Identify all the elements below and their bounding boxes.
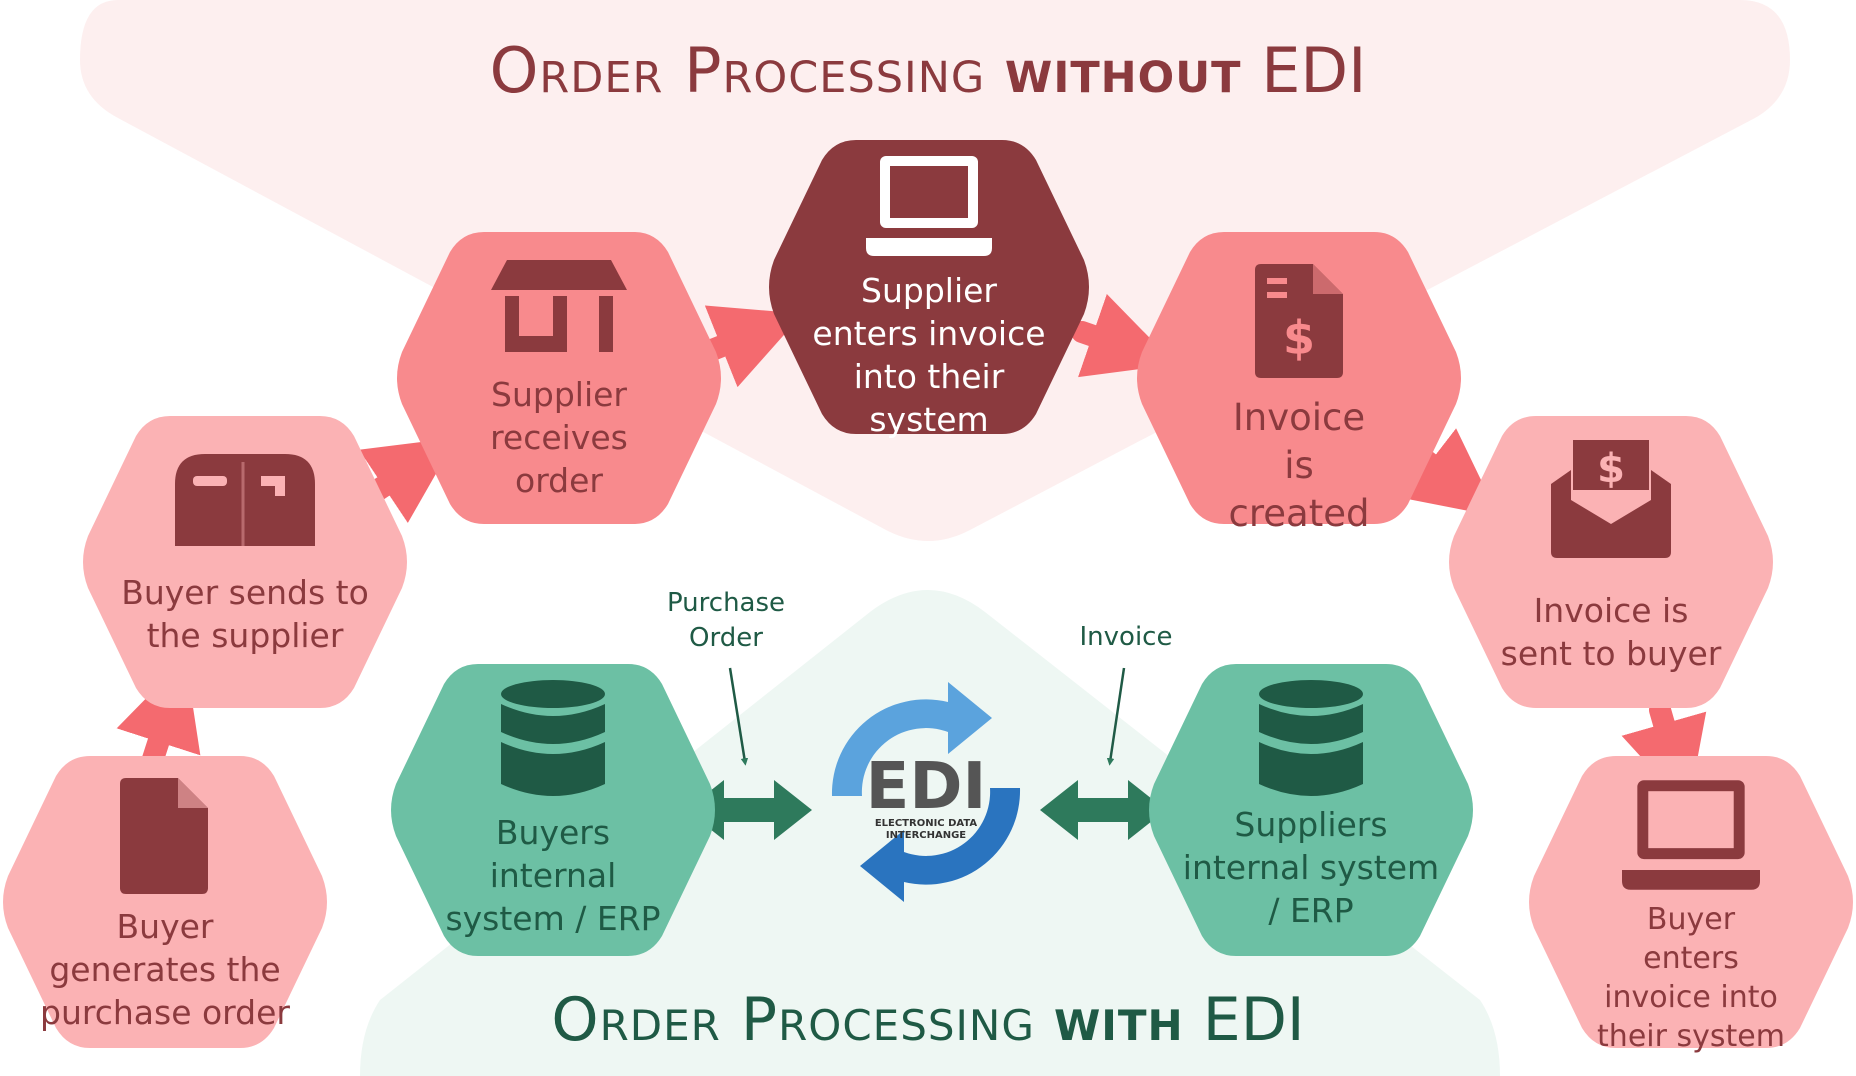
arrow-4 xyxy=(1071,294,1176,378)
title-with-part2: with xyxy=(1053,985,1184,1055)
label-supplier-enters: Supplier enters invoice into their syste… xyxy=(812,271,1046,439)
title-without-part2: without xyxy=(1004,34,1242,107)
document-icon xyxy=(120,778,208,894)
title-without-edi: Order Processing without EDI xyxy=(0,34,1856,107)
double-arrow-left xyxy=(686,780,812,840)
node-suppliers-system: Suppliers internal system / ERP xyxy=(1146,656,1476,964)
title-with-edi: Order Processing with EDI xyxy=(0,985,1856,1055)
label-invoice-created: Invoice is created xyxy=(1228,396,1370,536)
node-buyer-sends: Buyer sends to the supplier xyxy=(80,408,410,716)
purchase-order-pointer xyxy=(728,667,749,766)
svg-text:$: $ xyxy=(1597,446,1625,492)
edi-logo: EDI ELECTRONIC DATA INTERCHANGE xyxy=(808,674,1044,910)
node-buyer-enters: Buyer enters invoice into their system xyxy=(1526,748,1856,1056)
database-icon xyxy=(1259,680,1363,796)
title-with-part1: Order Processing xyxy=(551,985,1035,1055)
annotation-invoice: Invoice xyxy=(1079,622,1173,652)
with-edi-background xyxy=(360,590,1500,1076)
database-icon xyxy=(501,680,605,796)
label-buyers-system: Buyers internal system / ERP xyxy=(445,813,661,938)
arrow-3 xyxy=(701,305,803,388)
money-envelope-icon: $ xyxy=(1551,440,1671,558)
label-buyer-sends: Buyer sends to the supplier xyxy=(121,573,369,655)
edi-logo-text: EDI xyxy=(866,750,987,824)
arrow-2 xyxy=(358,437,457,524)
mailbox-icon xyxy=(175,454,315,546)
label-buyer-generates-po: Buyer generates the purchase order xyxy=(40,907,290,1032)
edi-cycle-arrow-top-icon xyxy=(831,682,992,796)
node-invoice-created: $ Invoice is created xyxy=(1134,224,1464,535)
invoice-pointer xyxy=(1106,667,1126,766)
annotation-purchase-line1: Purchase xyxy=(666,588,786,618)
annotation-purchase-order: Purchase Order xyxy=(656,586,796,656)
invoice-document-icon: $ xyxy=(1255,264,1343,378)
node-supplier-enters: Supplier enters invoice into their syste… xyxy=(766,134,1092,440)
annotation-purchase-line2: Order xyxy=(689,623,763,654)
double-arrow-right xyxy=(1040,780,1166,840)
node-supplier-receives: Supplier receives order xyxy=(394,224,724,532)
label-supplier-receives: Supplier receives order xyxy=(490,375,628,500)
edi-logo-subtitle-1: ELECTRONIC DATA xyxy=(875,818,978,829)
node-buyer-generates-po: Buyer generates the purchase order xyxy=(0,748,330,1056)
label-buyer-enters: Buyer enters invoice into their system xyxy=(1597,902,1785,1054)
title-without-part1: Order Processing xyxy=(489,34,986,107)
label-invoice-sent: Invoice is sent to buyer xyxy=(1500,591,1722,673)
node-buyers-system: Buyers internal system / ERP xyxy=(388,656,718,964)
label-suppliers-system: Suppliers internal system / ERP xyxy=(1182,805,1440,930)
edi-cycle-arrow-bottom-icon xyxy=(860,788,1021,902)
store-icon xyxy=(491,260,627,352)
edi-logo-subtitle-2: INTERCHANGE xyxy=(886,830,966,841)
laptop-icon xyxy=(1622,780,1760,890)
title-without-part3: EDI xyxy=(1261,34,1367,107)
arrow-1 xyxy=(116,658,201,773)
svg-text:$: $ xyxy=(1283,311,1315,365)
node-invoice-sent: $ Invoice is sent to buyer xyxy=(1446,408,1776,716)
laptop-icon xyxy=(866,156,992,256)
title-with-part3: EDI xyxy=(1202,985,1305,1055)
